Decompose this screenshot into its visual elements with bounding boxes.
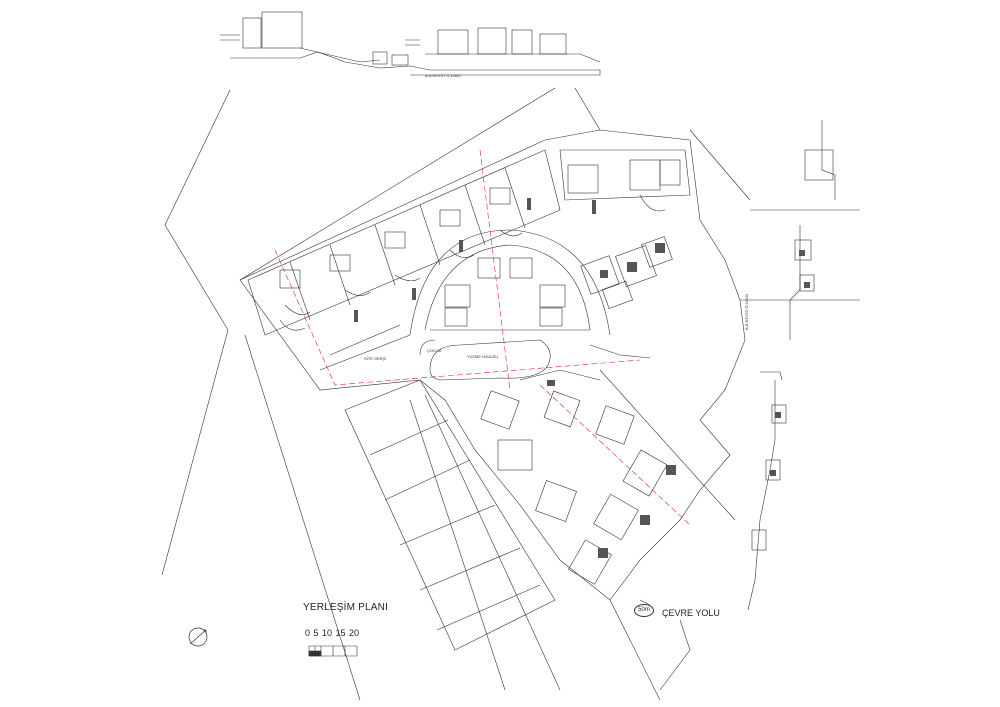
- central-social-area: [409, 229, 611, 381]
- houses-right-cluster: [580, 236, 673, 309]
- houses-lower-cluster: [480, 369, 668, 585]
- scale-bar: [308, 645, 358, 657]
- scale-numbers: 0 5 10 15 20: [305, 628, 360, 638]
- plan-title: YERLEŞİM PLANI: [303, 602, 389, 613]
- section-b-label: B-B KESİTİ Ö:1/500: [744, 294, 749, 330]
- section-a-drawing: [220, 11, 601, 76]
- terrace-houses-top-row: [247, 149, 561, 336]
- section-lines: [274, 149, 691, 526]
- north-arrow-icon: [188, 627, 208, 647]
- site-boundary: [239, 129, 746, 601]
- swimming-pool: [429, 339, 551, 381]
- kids-area-label: ÇOCUK: [427, 348, 442, 353]
- houses-upper-right: [559, 149, 691, 212]
- road-label: ÇEVRE YOLU: [662, 608, 720, 618]
- parking-lots: [344, 379, 556, 651]
- section-a-label: A-A KESİTİ Ö:1/500: [425, 73, 461, 78]
- stair-blocks: [354, 198, 810, 558]
- pool-label: YÜZME HAVUZU: [467, 354, 499, 359]
- road-badge: 50m: [634, 604, 654, 617]
- section-b-drawing: [747, 120, 836, 611]
- entry-label: SİTE GİRİŞİ: [364, 356, 387, 361]
